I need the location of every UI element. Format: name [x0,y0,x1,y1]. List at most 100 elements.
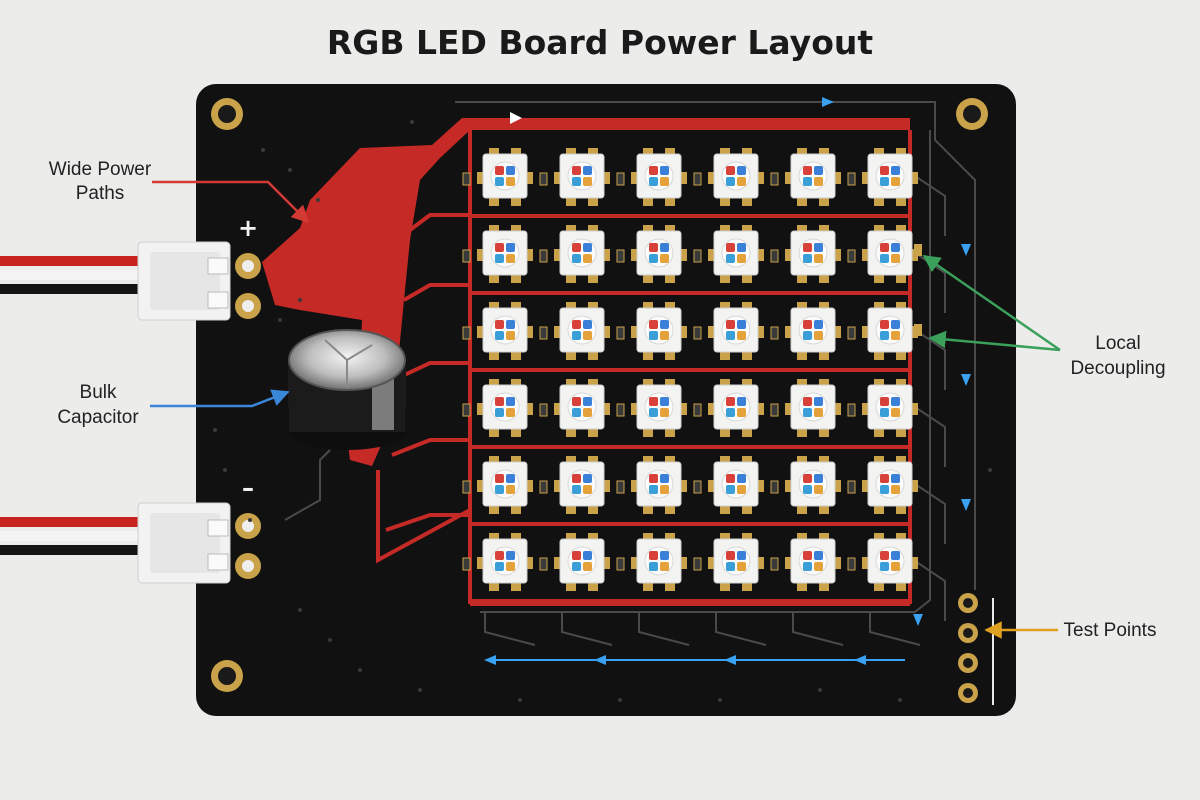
led-pad [602,557,610,569]
led-pad [566,429,576,437]
led-die-cyan [572,254,581,263]
led-pad [742,456,752,464]
led-die-blue [891,320,900,329]
led-package [770,148,841,206]
led-pad [742,533,752,541]
label-wide-power-line2: Paths [76,183,125,204]
test-point-hole [963,688,973,698]
led-die-red [803,320,812,329]
led-die-red [726,320,735,329]
decoupling-cap [616,557,625,571]
decoupling-cap [693,557,702,571]
led-pad [566,148,576,156]
label-test-points: Test Points [1064,620,1157,641]
led-pad [477,403,485,415]
led-die-amber [814,408,823,417]
led-die-blue [583,243,592,252]
pcb-via [261,148,265,152]
led-pad [833,557,841,569]
led-lens [644,546,674,576]
label-local-decoupling-line2: Decoupling [1070,358,1165,379]
led-lens [798,546,828,576]
led-pad [833,403,841,415]
decoupling-cap [539,172,548,186]
led-pad [566,352,576,360]
led-pad [489,225,499,233]
led-pad [896,198,906,206]
polarity-plus: + [238,214,258,242]
led-die-blue [506,551,515,560]
led-die-blue [737,551,746,560]
pcb-via [988,468,992,472]
pcb-via [298,608,302,612]
led-pad [554,172,562,184]
led-lens [721,546,751,576]
led-die-amber [891,408,900,417]
signal-trace-row [914,175,946,236]
led-die-cyan [726,562,735,571]
led-pad [742,275,752,283]
led-package [770,456,841,514]
led-die-blue [583,320,592,329]
power-feed [391,438,470,457]
led-die-blue [583,474,592,483]
led-die-red [880,397,889,406]
led-pad [742,352,752,360]
led-die-amber [660,408,669,417]
flow-arrows [484,97,971,665]
led-pad [511,583,521,591]
led-pad [833,249,841,261]
led-lens [798,238,828,268]
led-die-cyan [880,177,889,186]
led-pad [477,249,485,261]
led-pad [720,533,730,541]
signal-trace-row [914,406,946,467]
led-pad [720,198,730,206]
led-pad [566,302,576,310]
led-pad [511,379,521,387]
led-pad [643,148,653,156]
led-pad [720,275,730,283]
led-die-amber [891,562,900,571]
led-pad [679,249,687,261]
led-pad [862,326,870,338]
led-die-blue [814,474,823,483]
led-pad [588,456,598,464]
flow-arrow-left [724,655,736,665]
led-pad [896,583,906,591]
signal-trace-row [914,329,946,390]
pcb-via [898,698,902,702]
led-package [847,302,918,360]
decoupling-cap [616,249,625,263]
led-die-red [803,397,812,406]
led-die-blue [506,243,515,252]
led-die-cyan [649,562,658,571]
decoupling-cap [770,557,779,571]
led-pad [797,533,807,541]
led-pad [566,583,576,591]
led-pad [819,352,829,360]
led-package [462,379,533,437]
led-die-cyan [649,177,658,186]
led-die-cyan [649,254,658,263]
led-die-blue [660,474,669,483]
led-lens [490,315,520,345]
led-die-cyan [726,408,735,417]
led-die-blue [737,397,746,406]
led-die-amber [737,177,746,186]
decoupling-cap [770,172,779,186]
bulk-capacitor [288,329,406,450]
led-pad [511,198,521,206]
decoupling-cap [847,326,856,340]
led-package [770,302,841,360]
led-pad [679,172,687,184]
led-lens [721,315,751,345]
led-pad [643,583,653,591]
flow-arrow-left [594,655,606,665]
led-pad [588,379,598,387]
decoupling-cap [693,172,702,186]
led-die-red [803,166,812,175]
decoupling-cap [462,326,471,340]
led-pad [602,480,610,492]
led-die-amber [660,254,669,263]
